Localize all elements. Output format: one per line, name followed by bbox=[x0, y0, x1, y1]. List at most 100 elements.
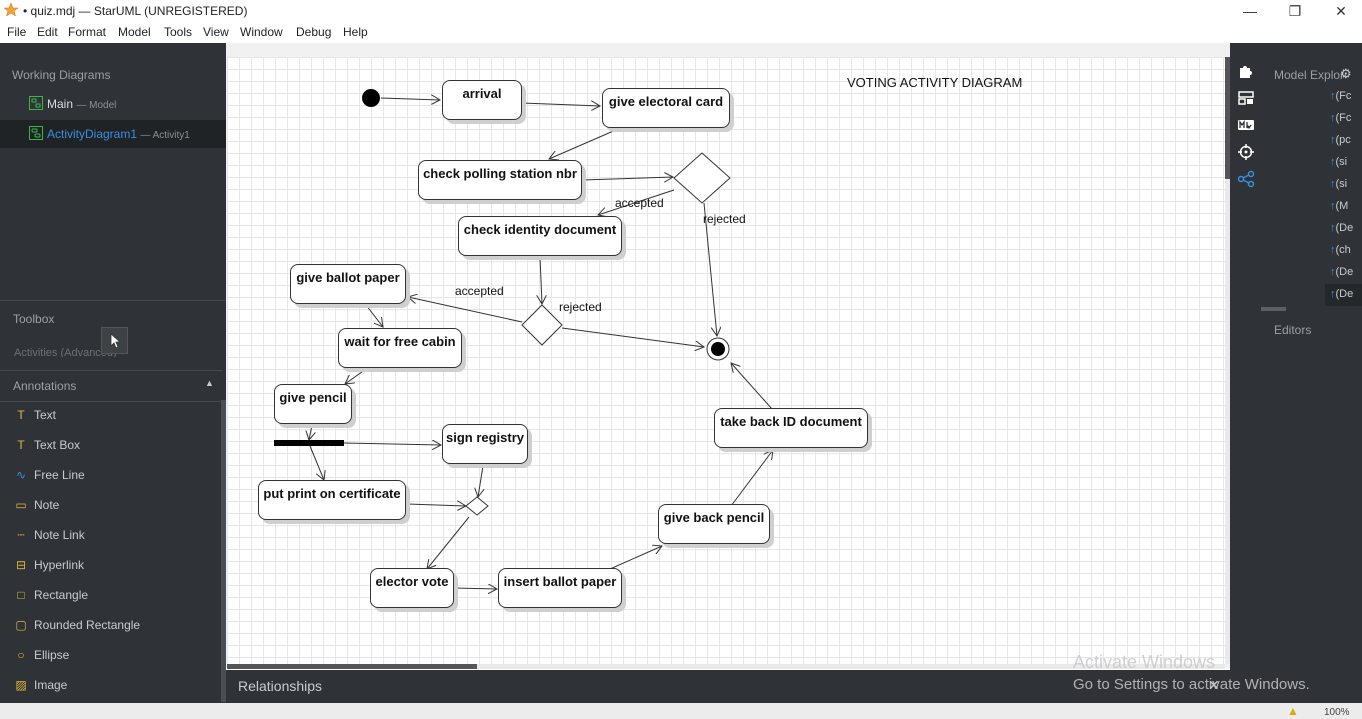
diagram-owner: — Activity1 bbox=[140, 130, 190, 141]
tool-note[interactable]: ▭Note bbox=[0, 490, 222, 520]
tool-rectangle[interactable]: □ Rectangle bbox=[0, 580, 222, 610]
menu-help[interactable]: Help bbox=[343, 25, 368, 39]
tool-label: Note Link bbox=[34, 528, 85, 542]
markdown-icon[interactable] bbox=[1236, 116, 1256, 136]
close-button[interactable]: ✕ bbox=[1335, 2, 1347, 19]
action-sign-registry[interactable]: sign registry bbox=[442, 424, 528, 464]
status-bar bbox=[0, 703, 1362, 719]
sidebar-scrollbar[interactable] bbox=[221, 400, 226, 702]
tool-label: Text Box bbox=[34, 438, 81, 452]
menu-format[interactable]: Format bbox=[68, 25, 107, 39]
model-explorer-item[interactable]: ↑(ch bbox=[1330, 244, 1362, 264]
tool-hyperlink[interactable]: ⊟Hyperlink bbox=[0, 550, 222, 580]
action-insert-ballot[interactable]: insert ballot paper bbox=[498, 568, 622, 608]
action-give-ballot-paper[interactable]: give ballot paper bbox=[290, 264, 406, 304]
guard-accepted-polling[interactable]: accepted bbox=[615, 196, 664, 210]
toolbox-group-partial[interactable]: Activities (Advanced) bbox=[14, 347, 117, 357]
model-explorer-item-label: (De bbox=[1335, 288, 1354, 300]
tool-label: Rectangle bbox=[34, 588, 89, 602]
tool-label: Text bbox=[34, 408, 57, 422]
model-explorer-item-label: (Fc bbox=[1335, 90, 1352, 102]
zoom-level[interactable]: 100% bbox=[1324, 707, 1350, 718]
relationship-icon: ↑ bbox=[1330, 178, 1336, 190]
tool-rounded-rectangle[interactable]: ▢Rounded Rectangle bbox=[0, 610, 222, 640]
canvas-horizontal-scroll-track[interactable] bbox=[227, 664, 1225, 669]
warning-icon[interactable]: ▲ bbox=[1287, 704, 1299, 718]
relationship-icon: ↑ bbox=[1330, 112, 1336, 124]
tool-image[interactable]: ▨Image bbox=[0, 670, 222, 700]
rectangle-icon: □ bbox=[17, 588, 25, 602]
model-explorer-panel bbox=[1261, 43, 1362, 703]
cursor-icon bbox=[110, 333, 122, 349]
menu-tools[interactable]: Tools bbox=[164, 25, 193, 39]
model-explorer-item[interactable]: ↑(M bbox=[1330, 200, 1362, 220]
action-check-polling-station[interactable]: check polling station nbr bbox=[418, 160, 582, 200]
tool-label: Image bbox=[34, 678, 68, 692]
action-take-back-id[interactable]: take back ID document bbox=[714, 408, 868, 448]
model-explorer-item[interactable]: ↑(De bbox=[1330, 288, 1362, 308]
canvas-horizontal-scrollbar[interactable] bbox=[227, 664, 477, 669]
model-explorer-item[interactable]: ↑(si bbox=[1330, 156, 1362, 176]
menu-debug[interactable]: Debug bbox=[296, 25, 332, 39]
action-give-electoral-card[interactable]: give electoral card bbox=[602, 88, 730, 128]
ellipse-icon: ○ bbox=[17, 648, 25, 662]
navigate-icon[interactable] bbox=[1236, 143, 1256, 163]
tool-ellipse[interactable]: ○Ellipse bbox=[0, 640, 222, 670]
action-give-back-pencil[interactable]: give back pencil bbox=[658, 504, 770, 544]
model-explorer-scrollbar[interactable] bbox=[1261, 307, 1286, 311]
tool-free-line[interactable]: ∿Free Line bbox=[0, 460, 222, 490]
tool-label: Note bbox=[34, 498, 60, 512]
relationship-icon: ↑ bbox=[1330, 266, 1336, 278]
model-explorer-item[interactable]: ↑(Fc bbox=[1330, 90, 1362, 110]
action-put-print[interactable]: put print on certificate bbox=[258, 480, 406, 520]
model-explorer-item-label: (si bbox=[1335, 156, 1348, 168]
right-toolbar bbox=[1230, 43, 1261, 703]
activation-watermark-text: Go to Settings to activate Windows. bbox=[1073, 676, 1310, 693]
guard-accepted-identity[interactable]: accepted bbox=[455, 284, 504, 298]
action-wait-for-free-cabin[interactable]: wait for free cabin bbox=[338, 328, 462, 368]
hyperlink-icon: ⊟ bbox=[15, 558, 27, 572]
relationships-panel bbox=[226, 670, 1262, 703]
menu-model[interactable]: Model bbox=[118, 25, 151, 39]
model-explorer-item-label: (si bbox=[1335, 178, 1348, 190]
menu-view[interactable]: View bbox=[203, 25, 229, 39]
select-tool-button[interactable] bbox=[101, 327, 128, 354]
menu-file[interactable]: File bbox=[7, 25, 27, 39]
text-icon: T bbox=[17, 408, 25, 422]
share-icon[interactable] bbox=[1236, 170, 1256, 190]
canvas-vertical-scroll-track[interactable] bbox=[1225, 57, 1230, 664]
title-bar bbox=[0, 0, 1362, 22]
action-arrival[interactable]: arrival bbox=[442, 80, 522, 120]
menu-bar: File Edit Format Model Tools View Window… bbox=[0, 22, 1362, 43]
model-explorer-item[interactable]: ↑(De bbox=[1330, 222, 1362, 242]
extensions-icon[interactable] bbox=[1236, 62, 1256, 82]
model-explorer-item[interactable]: ↑(De bbox=[1330, 266, 1362, 286]
model-explorer-item[interactable]: ↑(Fc bbox=[1330, 112, 1362, 132]
guard-rejected-polling[interactable]: rejected bbox=[703, 212, 746, 226]
diagram-name: Main bbox=[47, 97, 74, 111]
annotations-group-header[interactable]: Annotations ▲ bbox=[0, 370, 222, 402]
model-explorer-item[interactable]: ↑(pc bbox=[1330, 134, 1362, 154]
toolbox-header: Toolbox bbox=[13, 312, 55, 326]
relationships-title[interactable]: Relationships bbox=[238, 678, 323, 694]
guard-rejected-identity[interactable]: rejected bbox=[559, 300, 602, 314]
menu-window[interactable]: Window bbox=[240, 25, 283, 39]
gear-icon[interactable]: ⚙ bbox=[1340, 66, 1352, 81]
canvas-vertical-scrollbar[interactable] bbox=[1225, 57, 1230, 179]
action-check-identity[interactable]: check identity document bbox=[458, 216, 622, 256]
action-give-pencil[interactable]: give pencil bbox=[274, 384, 352, 424]
maximize-button[interactable]: ❐ bbox=[1288, 2, 1302, 19]
relationships-close-icon[interactable]: ✕ bbox=[1208, 677, 1220, 693]
action-elector-vote[interactable]: elector vote bbox=[370, 568, 454, 608]
working-diagram-main[interactable]: Main — Model bbox=[0, 90, 226, 118]
model-explorer-item[interactable]: ↑(si bbox=[1330, 178, 1362, 198]
tool-note-link[interactable]: ┄Note Link bbox=[0, 520, 222, 550]
layout-icon[interactable] bbox=[1236, 89, 1256, 109]
minimize-button[interactable]: — bbox=[1243, 3, 1257, 19]
working-diagram-activity[interactable]: ActivityDiagram1 — Activity1 bbox=[0, 120, 226, 148]
model-explorer-item-label: (M bbox=[1335, 200, 1349, 212]
menu-edit[interactable]: Edit bbox=[37, 25, 58, 39]
tool-text[interactable]: T Text bbox=[0, 400, 222, 430]
relationship-icon: ↑ bbox=[1330, 90, 1336, 102]
